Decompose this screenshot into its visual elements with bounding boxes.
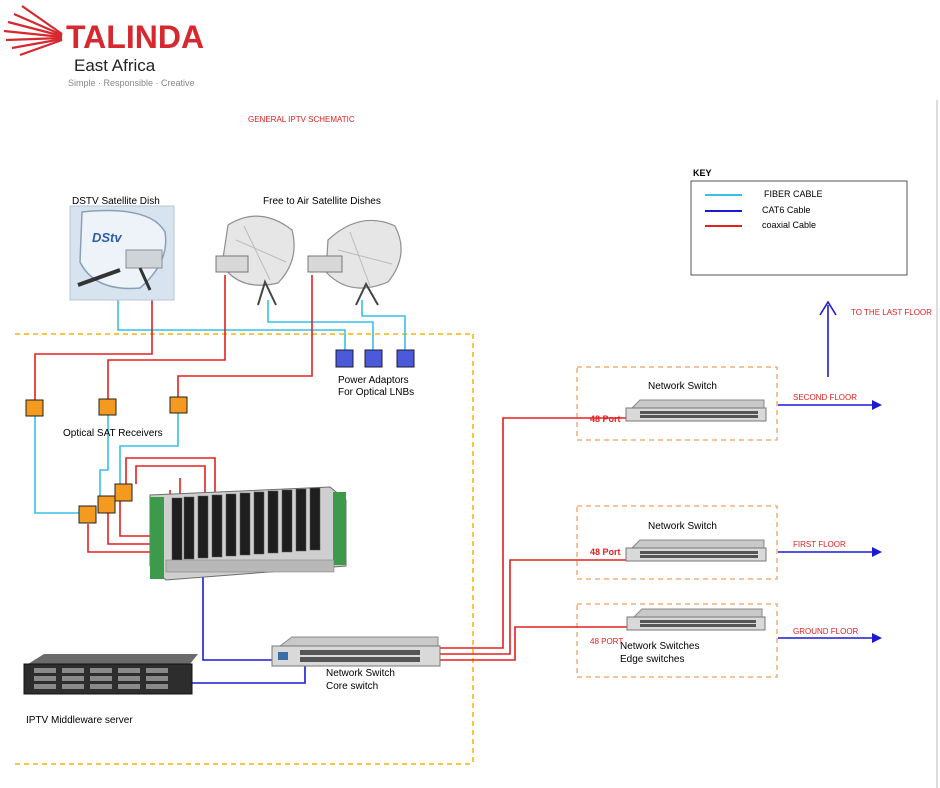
floor-label-first: FIRST FLOOR bbox=[793, 540, 846, 549]
dstv-dish-icon: DStv bbox=[69, 205, 175, 301]
power-adaptor-1-icon bbox=[335, 349, 354, 368]
arrowheads bbox=[872, 400, 882, 643]
key-coax-label: coaxial Cable bbox=[762, 220, 816, 230]
optical-receivers bbox=[25, 396, 188, 524]
brand-name: TALINDA bbox=[66, 19, 204, 55]
power-adaptor-3-icon bbox=[396, 349, 415, 368]
middleware-server-icon bbox=[23, 654, 198, 695]
coax-cables bbox=[34, 270, 627, 661]
core-switch-label-1: Network Switch bbox=[326, 668, 395, 679]
fiber-cables bbox=[34, 300, 406, 514]
power-adaptors bbox=[335, 349, 415, 368]
power-adaptors-label-2: For Optical LNBs bbox=[338, 387, 414, 398]
second-floor-box bbox=[576, 366, 778, 441]
arrow-first-floor-icon bbox=[872, 547, 882, 557]
port-label-first: 48 Port bbox=[590, 547, 621, 557]
brand-region: East Africa bbox=[74, 56, 156, 75]
switch-first-label: Network Switch bbox=[648, 521, 717, 532]
floor-label-last: TO THE LAST FLOOR bbox=[851, 308, 932, 317]
switch-boxes bbox=[576, 366, 778, 678]
core-switch-icon bbox=[271, 636, 441, 667]
ground-floor-box bbox=[576, 603, 778, 678]
key-cat6-label: CAT6 Cable bbox=[762, 205, 810, 215]
fta-dish-2-icon bbox=[307, 219, 402, 306]
receiver-3-icon bbox=[169, 396, 188, 414]
receiver-6-icon bbox=[114, 483, 133, 502]
dstv-logo-text: DStv bbox=[92, 230, 122, 245]
power-adaptor-2-icon bbox=[364, 349, 383, 368]
building-boundary bbox=[15, 333, 474, 765]
port-label-ground: 48 PORT bbox=[590, 637, 623, 646]
schematic-title: GENERAL IPTV SCHEMATIC bbox=[248, 115, 355, 124]
switch-ground-label-1: Network Switches bbox=[620, 641, 699, 652]
receiver-1-icon bbox=[25, 399, 44, 417]
power-adaptors-label-1: Power Adaptors bbox=[338, 375, 409, 386]
arrow-last-floor-icon bbox=[819, 300, 837, 316]
key-fiber-label: FIBER CABLE bbox=[764, 189, 823, 199]
port-label-second: 48 Port bbox=[590, 414, 621, 424]
brand-tagline: Simple · Responsible · Creative bbox=[68, 78, 195, 88]
switch-second-label: Network Switch bbox=[648, 381, 717, 392]
arrow-ground-floor-icon bbox=[872, 633, 882, 643]
dstv-dish-label: DSTV Satellite Dish bbox=[72, 196, 160, 207]
switch-ground-floor-icon bbox=[626, 608, 766, 631]
talinda-logo: TALINDA East Africa Simple · Responsible… bbox=[3, 5, 204, 88]
switch-ground-label-2: Edge switches bbox=[620, 654, 684, 665]
first-floor-box bbox=[576, 505, 778, 580]
receiver-4-icon bbox=[78, 505, 97, 524]
fta-dishes-label: Free to Air Satellite Dishes bbox=[263, 196, 381, 207]
core-switch-label-2: Core switch bbox=[326, 681, 378, 692]
key-heading: KEY bbox=[693, 168, 712, 178]
floor-label-second: SECOND FLOOR bbox=[793, 393, 857, 402]
optical-receivers-label: Optical SAT Receivers bbox=[63, 428, 163, 439]
cable-key: KEY FIBER CABLE CAT6 Cable coaxial Cable bbox=[690, 168, 908, 276]
receiver-5-icon bbox=[97, 495, 116, 514]
logo-rays-icon bbox=[3, 5, 63, 57]
receiver-2-icon bbox=[98, 398, 117, 416]
switch-first-floor-icon bbox=[625, 539, 767, 562]
fta-dish-1-icon bbox=[215, 215, 295, 306]
switch-second-floor-icon bbox=[625, 399, 767, 422]
middleware-server-label: IPTV Middleware server bbox=[26, 715, 133, 726]
headend-chassis-icon bbox=[149, 486, 347, 581]
floor-label-ground: GROUND FLOOR bbox=[793, 627, 859, 636]
arrow-second-floor-icon bbox=[872, 400, 882, 410]
